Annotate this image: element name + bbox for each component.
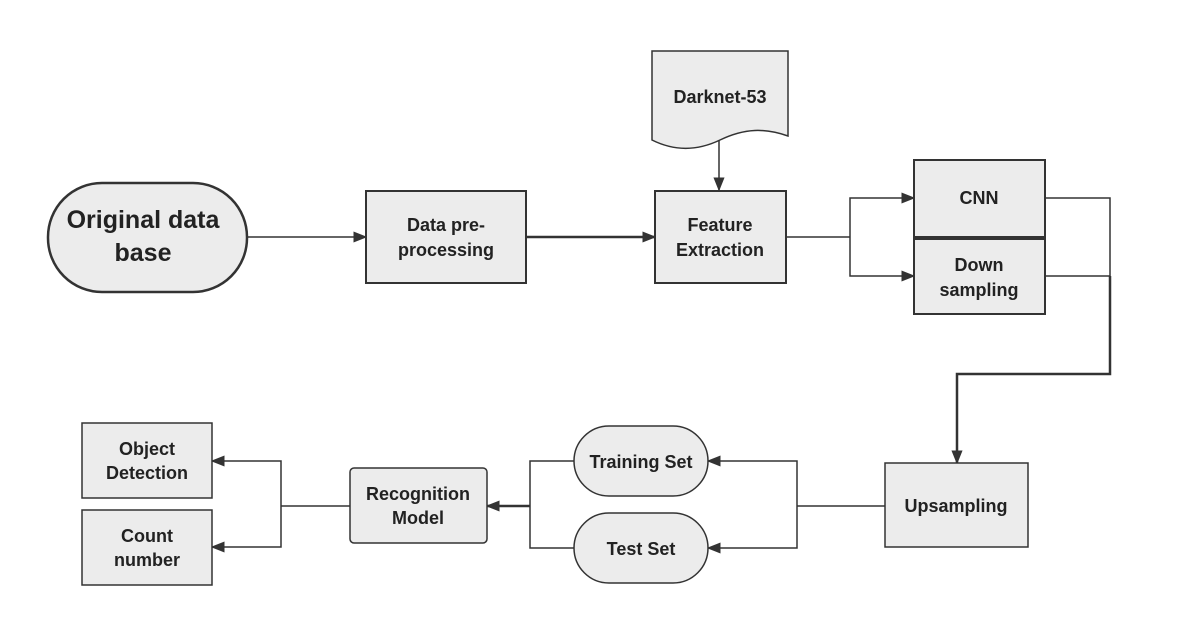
node-original-data-base: Original data base (46, 181, 249, 294)
node-count-number: Count number (81, 509, 213, 586)
edge-to-training (706, 455, 798, 506)
process-box (365, 190, 527, 284)
terminator-shape (46, 181, 249, 294)
node-label-line2: Detection (106, 463, 188, 483)
node-label-line2: Model (392, 508, 444, 528)
node-label-line1: Count (121, 526, 173, 546)
process-box (913, 238, 1046, 315)
document-shape (651, 50, 789, 149)
node-label-line2: number (114, 550, 180, 570)
edge-test-out (529, 506, 574, 549)
node-down-sampling: Down sampling (913, 238, 1046, 315)
edge-split-to-down (849, 237, 916, 282)
node-test-set: Test Set (573, 512, 709, 584)
node-label: Test Set (607, 539, 676, 559)
node-darknet-53: Darknet-53 (651, 50, 789, 149)
node-data-preprocessing: Data pre- processing (365, 190, 527, 284)
process-box (913, 159, 1046, 238)
terminator-shape (573, 425, 709, 497)
node-object-detection: Object Detection (81, 422, 213, 499)
edge-cnn-out (1045, 197, 1111, 276)
node-label: Darknet-53 (673, 87, 766, 107)
node-upsampling: Upsampling (884, 462, 1029, 548)
edge-training-out (529, 460, 574, 506)
node-label-line1: Object (119, 439, 175, 459)
node-label-line2: sampling (939, 280, 1018, 300)
edges (210, 140, 1112, 554)
node-label: Upsampling (904, 496, 1007, 516)
node-label-line1: Recognition (366, 484, 470, 504)
edge-to-object-detection (210, 455, 282, 506)
node-label-line1: Down (955, 255, 1004, 275)
edge-split-to-cnn (849, 192, 916, 237)
process-box (349, 467, 488, 544)
node-feature-extraction: Feature Extraction (654, 190, 787, 284)
edge-to-count-number (210, 506, 282, 553)
process-box (81, 509, 213, 586)
process-box (81, 422, 213, 499)
node-label-line1: Data pre- (407, 215, 485, 235)
process-box (654, 190, 787, 284)
node-label-line2: base (115, 239, 172, 267)
process-box (884, 462, 1029, 548)
node-label-line2: processing (398, 240, 494, 260)
edge-merge-to-upsampling (951, 276, 1112, 465)
node-label: CNN (960, 188, 999, 208)
node-label-line1: Original data (67, 206, 221, 234)
node-label-line1: Feature (687, 215, 752, 235)
node-recognition-model: Recognition Model (349, 467, 488, 544)
edge-to-test (706, 506, 798, 554)
node-label-line2: Extraction (676, 240, 764, 260)
node-cnn: CNN (913, 159, 1046, 238)
node-label: Training Set (589, 452, 692, 472)
node-training-set: Training Set (573, 425, 709, 497)
terminator-shape (573, 512, 709, 584)
